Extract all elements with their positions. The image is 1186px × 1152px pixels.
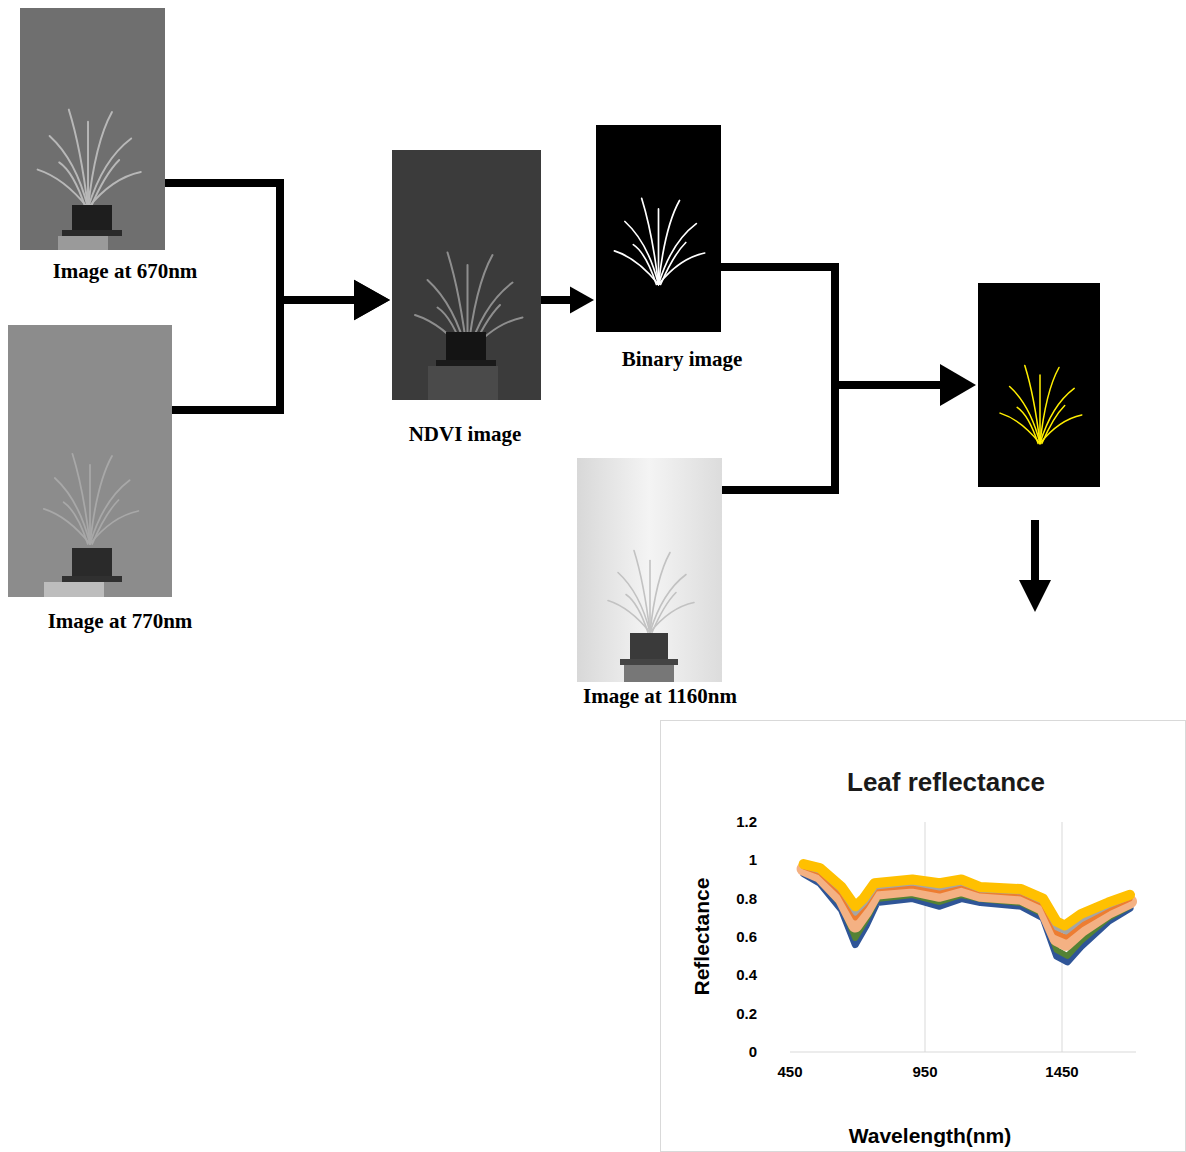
tick-label: 1 xyxy=(749,851,757,869)
image-1160 xyxy=(577,458,722,682)
axis-label: Reflectance xyxy=(689,878,714,996)
image-caption: Binary image xyxy=(622,347,743,372)
image-box: NDVI image xyxy=(392,150,541,400)
binary-image xyxy=(596,125,721,332)
flow-arrow xyxy=(541,287,594,314)
axis-label: Wavelength(nm) xyxy=(849,1123,1012,1148)
segmented-image xyxy=(978,283,1100,487)
image-caption: NDVI image xyxy=(409,422,522,447)
merge-arrow xyxy=(721,267,942,494)
image-caption: Image at 670nm xyxy=(53,259,198,284)
tick-label: 0 xyxy=(749,1043,757,1061)
tick-label: 0.4 xyxy=(736,966,757,984)
reflectance-curves xyxy=(804,864,1130,962)
image-box: Image at 770nm xyxy=(8,325,172,597)
flow-arrow xyxy=(172,280,390,410)
tick-label: 0.6 xyxy=(736,928,757,946)
arrow-head xyxy=(940,364,976,406)
tick-label: 1.2 xyxy=(736,813,757,831)
arrow-head xyxy=(1019,580,1051,612)
image-box: Image at 1160nm xyxy=(577,458,722,682)
down-arrow xyxy=(1031,520,1039,582)
tick-label: 0.8 xyxy=(736,890,757,908)
tick-label: 450 xyxy=(777,1063,802,1081)
tick-label: 0.2 xyxy=(736,1005,757,1023)
tick-label: 950 xyxy=(912,1063,937,1081)
image-box: Image at 670nm xyxy=(20,8,165,250)
chart-grid xyxy=(790,822,1136,1052)
image-770 xyxy=(8,325,172,597)
tick-label: 1450 xyxy=(1045,1063,1078,1081)
image-box: Binary image xyxy=(596,125,721,332)
chart-title: Leaf reflectance xyxy=(847,767,1045,798)
image-caption: Image at 1160nm xyxy=(583,684,737,709)
ndvi-image xyxy=(392,150,541,400)
image-670 xyxy=(20,8,165,250)
image-caption: Image at 770nm xyxy=(48,609,193,634)
